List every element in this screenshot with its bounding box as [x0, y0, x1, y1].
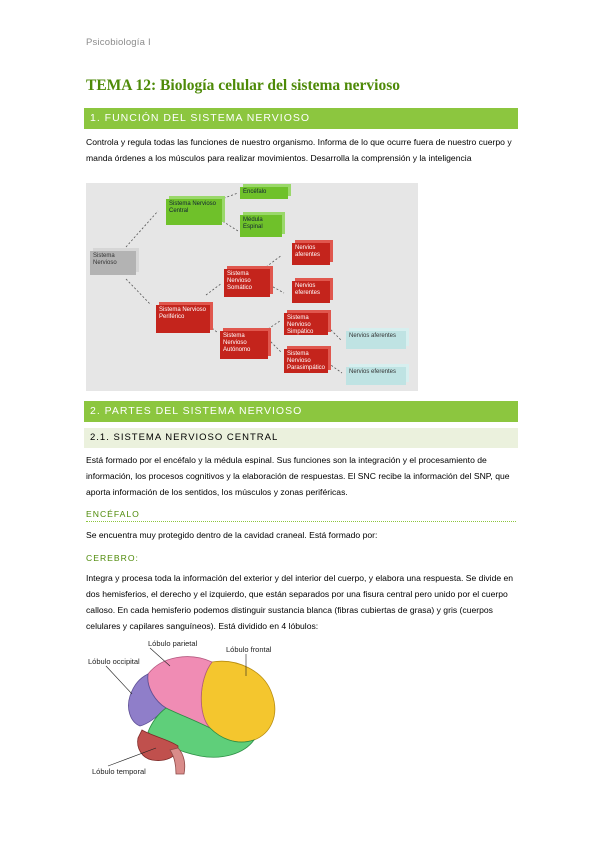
occipital-lobe: [128, 673, 167, 727]
label-parietal: Lóbulo parietal: [148, 639, 198, 648]
node-parasimpatico: Sistema Nervioso Parasimpático: [284, 349, 328, 373]
section-heading-function: 1. FUNCIÓN DEL SISTEMA NERVIOSO: [84, 108, 518, 129]
page-title: TEMA 12: Biología celular del sistema ne…: [86, 77, 401, 94]
running-header: Psicobiología I: [86, 37, 151, 48]
paragraph-cerebro: Integra y procesa toda la información de…: [86, 573, 514, 631]
nervous-system-diagram: Sistema Nervioso Sistema Nervioso Centra…: [86, 183, 418, 391]
heading-cerebro: CEREBRO:: [86, 553, 139, 563]
brainstem: [169, 747, 186, 775]
heading-divider: [86, 521, 516, 522]
node-autonomo: Sistema Nervioso Autónomo: [220, 331, 268, 359]
node-simpatico: Sistema Nervioso Simpático: [284, 313, 328, 335]
subsection-heading-snc: 2.1. SISTEMA NERVIOSO CENTRAL: [84, 428, 518, 448]
label-temporal: Lóbulo temporal: [92, 767, 146, 776]
node-snp: Sistema Nervioso Periférico: [156, 305, 210, 333]
label-occipital: Lóbulo occipital: [88, 657, 140, 666]
node-aferentes-2: Nervios aferentes: [346, 331, 406, 349]
heading-encefalo: ENCÉFALO: [86, 509, 140, 519]
node-encefalo: Encéfalo: [240, 187, 288, 199]
node-eferentes: Nervios eferentes: [292, 281, 330, 303]
node-snc: Sistema Nervioso Central: [166, 199, 222, 225]
paragraph-encefalo: Se encuentra muy protegido dentro de la …: [86, 530, 378, 540]
label-frontal: Lóbulo frontal: [226, 645, 272, 654]
paragraph-function: Controla y regula todas las funciones de…: [86, 137, 512, 163]
node-aferentes: Nervios aferentes: [292, 243, 330, 265]
node-eferentes-2: Nervios eferentes: [346, 367, 406, 385]
brain-lobes-illustration: Lóbulo parietal Lóbulo occipital Lóbulo …: [88, 639, 276, 776]
node-medula: Médula Espinal: [240, 215, 282, 237]
node-somatico: Sistema Nervioso Somático: [224, 269, 270, 297]
section-heading-parts: 2. PARTES DEL SISTEMA NERVIOSO: [84, 401, 518, 422]
node-sistema-nervioso: Sistema Nervioso: [90, 251, 136, 275]
paragraph-snc: Está formado por el encéfalo y la médula…: [86, 455, 510, 497]
cerebellum: [137, 729, 179, 761]
